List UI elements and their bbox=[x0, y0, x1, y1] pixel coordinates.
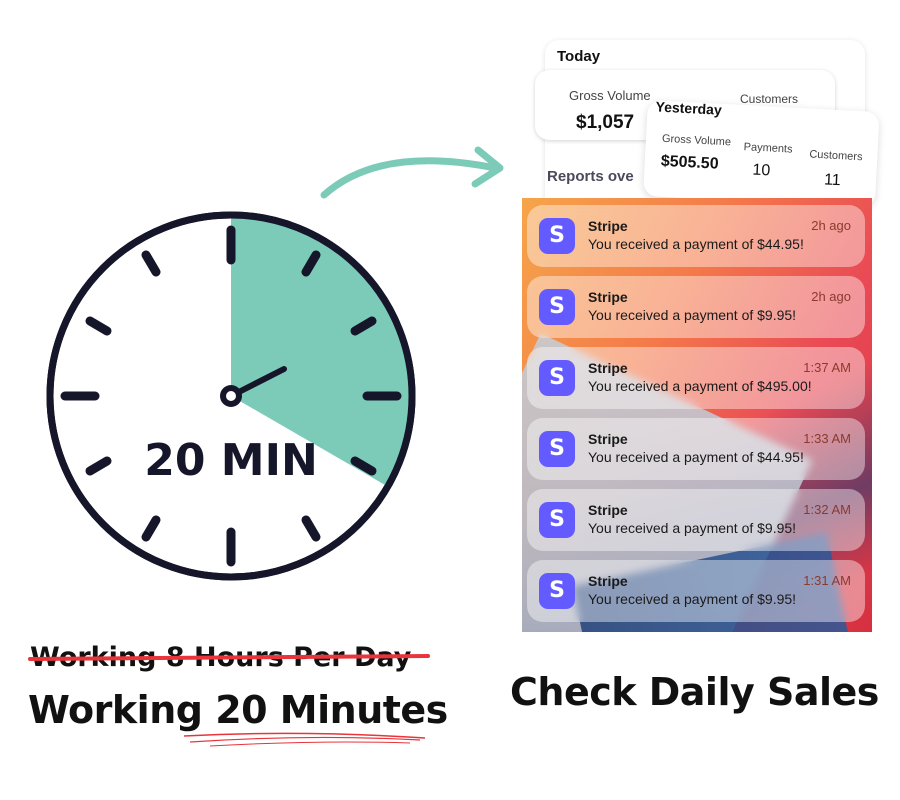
yesterday-customers-label: Customers bbox=[809, 148, 863, 164]
notification-time: 1:33 AM bbox=[803, 431, 851, 446]
stripe-logo-icon: S bbox=[539, 502, 575, 538]
yesterday-title: Yesterday bbox=[655, 98, 723, 118]
phone-wallpaper bbox=[522, 198, 872, 632]
today-gross-label: Gross Volume bbox=[569, 88, 651, 103]
notification-app: Stripe bbox=[588, 218, 628, 234]
notification-message: You received a payment of $9.95! bbox=[588, 307, 797, 323]
stripe-logo-icon: S bbox=[539, 289, 575, 325]
notification-message: You received a payment of $44.95! bbox=[588, 449, 804, 465]
yesterday-customers-value: 11 bbox=[823, 171, 842, 190]
clock-label: 20 MIN bbox=[144, 435, 318, 486]
clock-ticks bbox=[60, 225, 402, 567]
elapsed-wedge bbox=[231, 215, 412, 487]
stripe-logo-icon: S bbox=[539, 573, 575, 609]
notification-app: Stripe bbox=[588, 289, 628, 305]
notification-time: 1:37 AM bbox=[803, 360, 851, 375]
notification-time: 2h ago bbox=[811, 289, 851, 304]
notification-message: You received a payment of $44.95! bbox=[588, 236, 804, 252]
notification-time: 1:31 AM bbox=[803, 573, 851, 588]
notification[interactable]: S Stripe 2h ago You received a payment o… bbox=[527, 205, 865, 267]
today-customers-label: Customers bbox=[740, 92, 799, 106]
curved-arrow-icon bbox=[320, 146, 504, 199]
notification[interactable]: S Stripe 1:37 AM You received a payment … bbox=[527, 347, 865, 409]
notification-time: 2h ago bbox=[811, 218, 851, 233]
notification-time: 1:32 AM bbox=[803, 502, 851, 517]
notification[interactable]: S Stripe 1:31 AM You received a payment … bbox=[527, 560, 865, 622]
notification-message: You received a payment of $9.95! bbox=[588, 591, 797, 607]
check-sales-caption: Check Daily Sales bbox=[510, 670, 879, 714]
yesterday-payments-label: Payments bbox=[743, 141, 793, 156]
stopwatch-clock-icon: 20 MIN bbox=[46, 211, 416, 581]
yesterday-payments-value: 10 bbox=[752, 161, 771, 180]
stripe-logo-icon: S bbox=[539, 360, 575, 396]
notification-message: You received a payment of $495.00! bbox=[588, 378, 812, 394]
scribble-underline bbox=[183, 732, 426, 747]
notification-app: Stripe bbox=[588, 360, 628, 376]
yesterday-gross-label: Gross Volume bbox=[661, 132, 732, 149]
notification-app: Stripe bbox=[588, 502, 628, 518]
notification[interactable]: S Stripe 2h ago You received a payment o… bbox=[527, 276, 865, 338]
reports-overview-label: Reports ove bbox=[547, 168, 634, 185]
stripe-logo-icon: S bbox=[539, 431, 575, 467]
yesterday-card: Yesterday Gross Volume $505.50 Payments … bbox=[642, 98, 880, 209]
today-title: Today bbox=[557, 48, 601, 65]
notification[interactable]: S Stripe 1:32 AM You received a payment … bbox=[527, 489, 865, 551]
yesterday-gross-value: $505.50 bbox=[660, 152, 720, 173]
strikethrough-line bbox=[28, 654, 430, 661]
new-caption: Working 20 Minutes bbox=[28, 688, 448, 732]
stripe-logo-icon: S bbox=[539, 218, 575, 254]
today-gross-value: $1,057 bbox=[576, 112, 635, 133]
notification-app: Stripe bbox=[588, 573, 628, 589]
notification[interactable]: S Stripe 1:33 AM You received a payment … bbox=[527, 418, 865, 480]
notification-app: Stripe bbox=[588, 431, 628, 447]
notification-message: You received a payment of $9.95! bbox=[588, 520, 797, 536]
